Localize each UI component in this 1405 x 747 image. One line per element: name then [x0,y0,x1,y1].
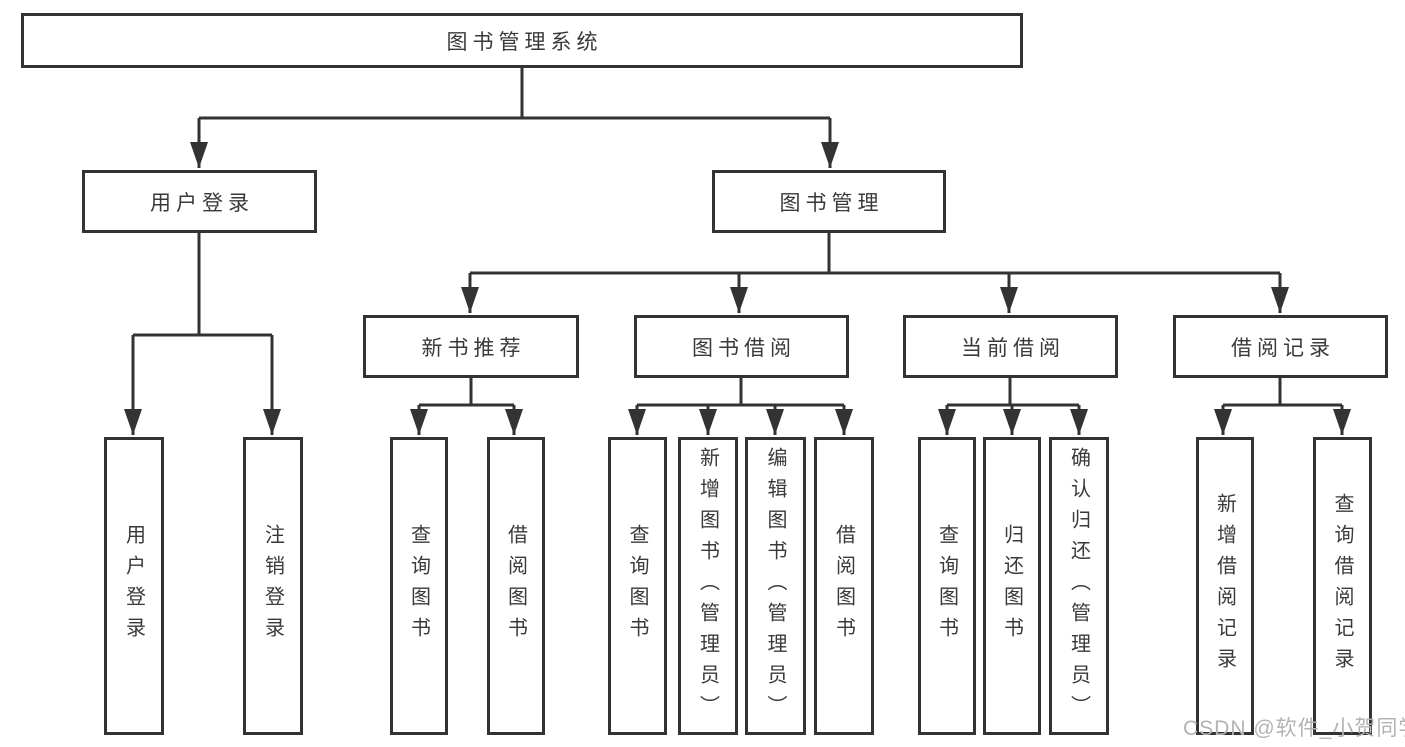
leaf-add-books-admin: 新增图书（管理员） [678,437,738,735]
node-user-login-label: 用户登录 [150,191,254,215]
node-new-book-recommend: 新书推荐 [363,315,579,378]
node-library-system: 图书管理系统 [21,13,1023,68]
leaf-query-books-borrow: 查询图书 [608,437,667,735]
leaf-confirm-return-admin-label: 确认归还（管理员） [1067,446,1090,726]
leaf-query-books-current: 查询图书 [918,437,976,735]
leaf-user-login: 用户登录 [104,437,164,735]
leaf-borrow-books-label: 借阅图书 [832,524,855,648]
leaf-query-books-recommend: 查询图书 [390,437,448,735]
node-book-borrow-label: 图书借阅 [692,336,796,360]
node-current-borrow-label: 当前借阅 [961,336,1065,360]
leaf-add-borrow-record: 新增借阅记录 [1196,437,1254,735]
leaf-user-login-label: 用户登录 [122,524,145,648]
node-library-system-label: 图书管理系统 [446,30,603,54]
csdn-watermark: CSDN @软件_小贺同学 [1183,717,1405,740]
node-borrow-record: 借阅记录 [1173,315,1388,378]
leaf-add-borrow-record-label: 新增借阅记录 [1213,493,1236,679]
leaf-query-borrow-record-label: 查询借阅记录 [1331,493,1353,679]
node-user-login: 用户登录 [82,170,317,233]
node-book-borrow: 图书借阅 [634,315,849,378]
leaf-confirm-return-admin: 确认归还（管理员） [1049,437,1109,735]
leaf-borrow-books: 借阅图书 [814,437,874,735]
leaf-logout: 注销登录 [243,437,303,735]
leaf-query-books-current-label: 查询图书 [935,524,958,648]
leaf-logout-label: 注销登录 [261,524,284,648]
node-book-management-label: 图书管理 [779,191,884,215]
leaf-edit-books-admin-label: 编辑图书（管理员） [764,446,786,726]
node-borrow-record-label: 借阅记录 [1231,336,1335,360]
leaf-borrow-books-recommend: 借阅图书 [487,437,545,735]
leaf-return-books: 归还图书 [983,437,1041,735]
node-book-management: 图书管理 [712,170,946,233]
leaf-query-borrow-record: 查询借阅记录 [1313,437,1372,735]
leaf-borrow-books-recommend-label: 借阅图书 [504,524,527,648]
leaf-query-books-borrow-label: 查询图书 [626,524,648,648]
leaf-query-books-recommend-label: 查询图书 [407,524,430,648]
leaf-add-books-admin-label: 新增图书（管理员） [696,446,719,726]
leaf-return-books-label: 归还图书 [1000,524,1023,648]
node-new-book-recommend-label: 新书推荐 [421,336,526,360]
node-current-borrow: 当前借阅 [903,315,1118,378]
leaf-edit-books-admin: 编辑图书（管理员） [745,437,806,735]
